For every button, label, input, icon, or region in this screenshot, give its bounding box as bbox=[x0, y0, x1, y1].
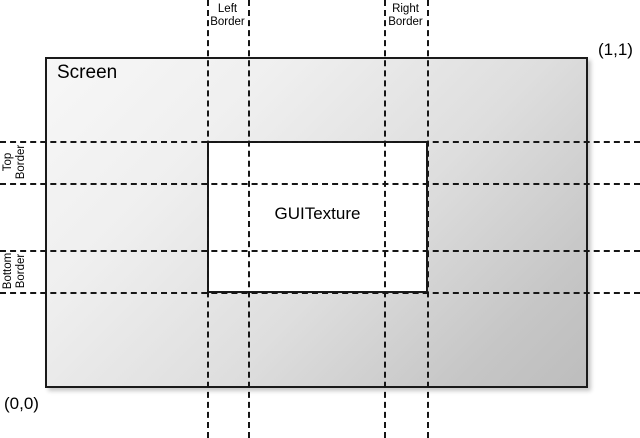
label-top-border-line1: Top bbox=[2, 152, 14, 172]
label-left-border: Left Border bbox=[207, 3, 248, 29]
label-bottom-border-line2: Border bbox=[14, 253, 27, 289]
label-guitexture: GUITexture bbox=[274, 204, 361, 223]
guide-line-horizontal-top-inner bbox=[0, 183, 640, 185]
label-bottom-border-line1: Bottom bbox=[2, 252, 14, 290]
label-top-border: Top Border bbox=[2, 141, 28, 183]
guide-line-vertical-left-outer bbox=[207, 0, 209, 438]
label-left-border-line2: Border bbox=[210, 15, 245, 28]
label-coordinate-origin: (0,0) bbox=[4, 394, 39, 413]
guide-line-horizontal-top-outer bbox=[0, 141, 640, 143]
guide-line-vertical-right-outer bbox=[427, 0, 429, 438]
label-right-border-line1: Right bbox=[392, 3, 419, 15]
guitexture-rectangle bbox=[207, 141, 428, 293]
label-top-border-line2: Border bbox=[14, 144, 27, 180]
label-bottom-border: Bottom Border bbox=[2, 250, 28, 292]
guide-line-horizontal-bottom-inner bbox=[0, 250, 640, 252]
label-screen: Screen bbox=[57, 62, 118, 83]
guide-line-horizontal-bottom-outer bbox=[0, 292, 640, 294]
label-right-border: Right Border bbox=[384, 3, 427, 29]
guide-line-vertical-left-inner bbox=[248, 0, 250, 438]
label-coordinate-max: (1,1) bbox=[598, 40, 633, 59]
label-right-border-line2: Border bbox=[388, 15, 423, 28]
label-left-border-line1: Left bbox=[217, 3, 238, 15]
guide-line-vertical-right-inner bbox=[384, 0, 386, 438]
